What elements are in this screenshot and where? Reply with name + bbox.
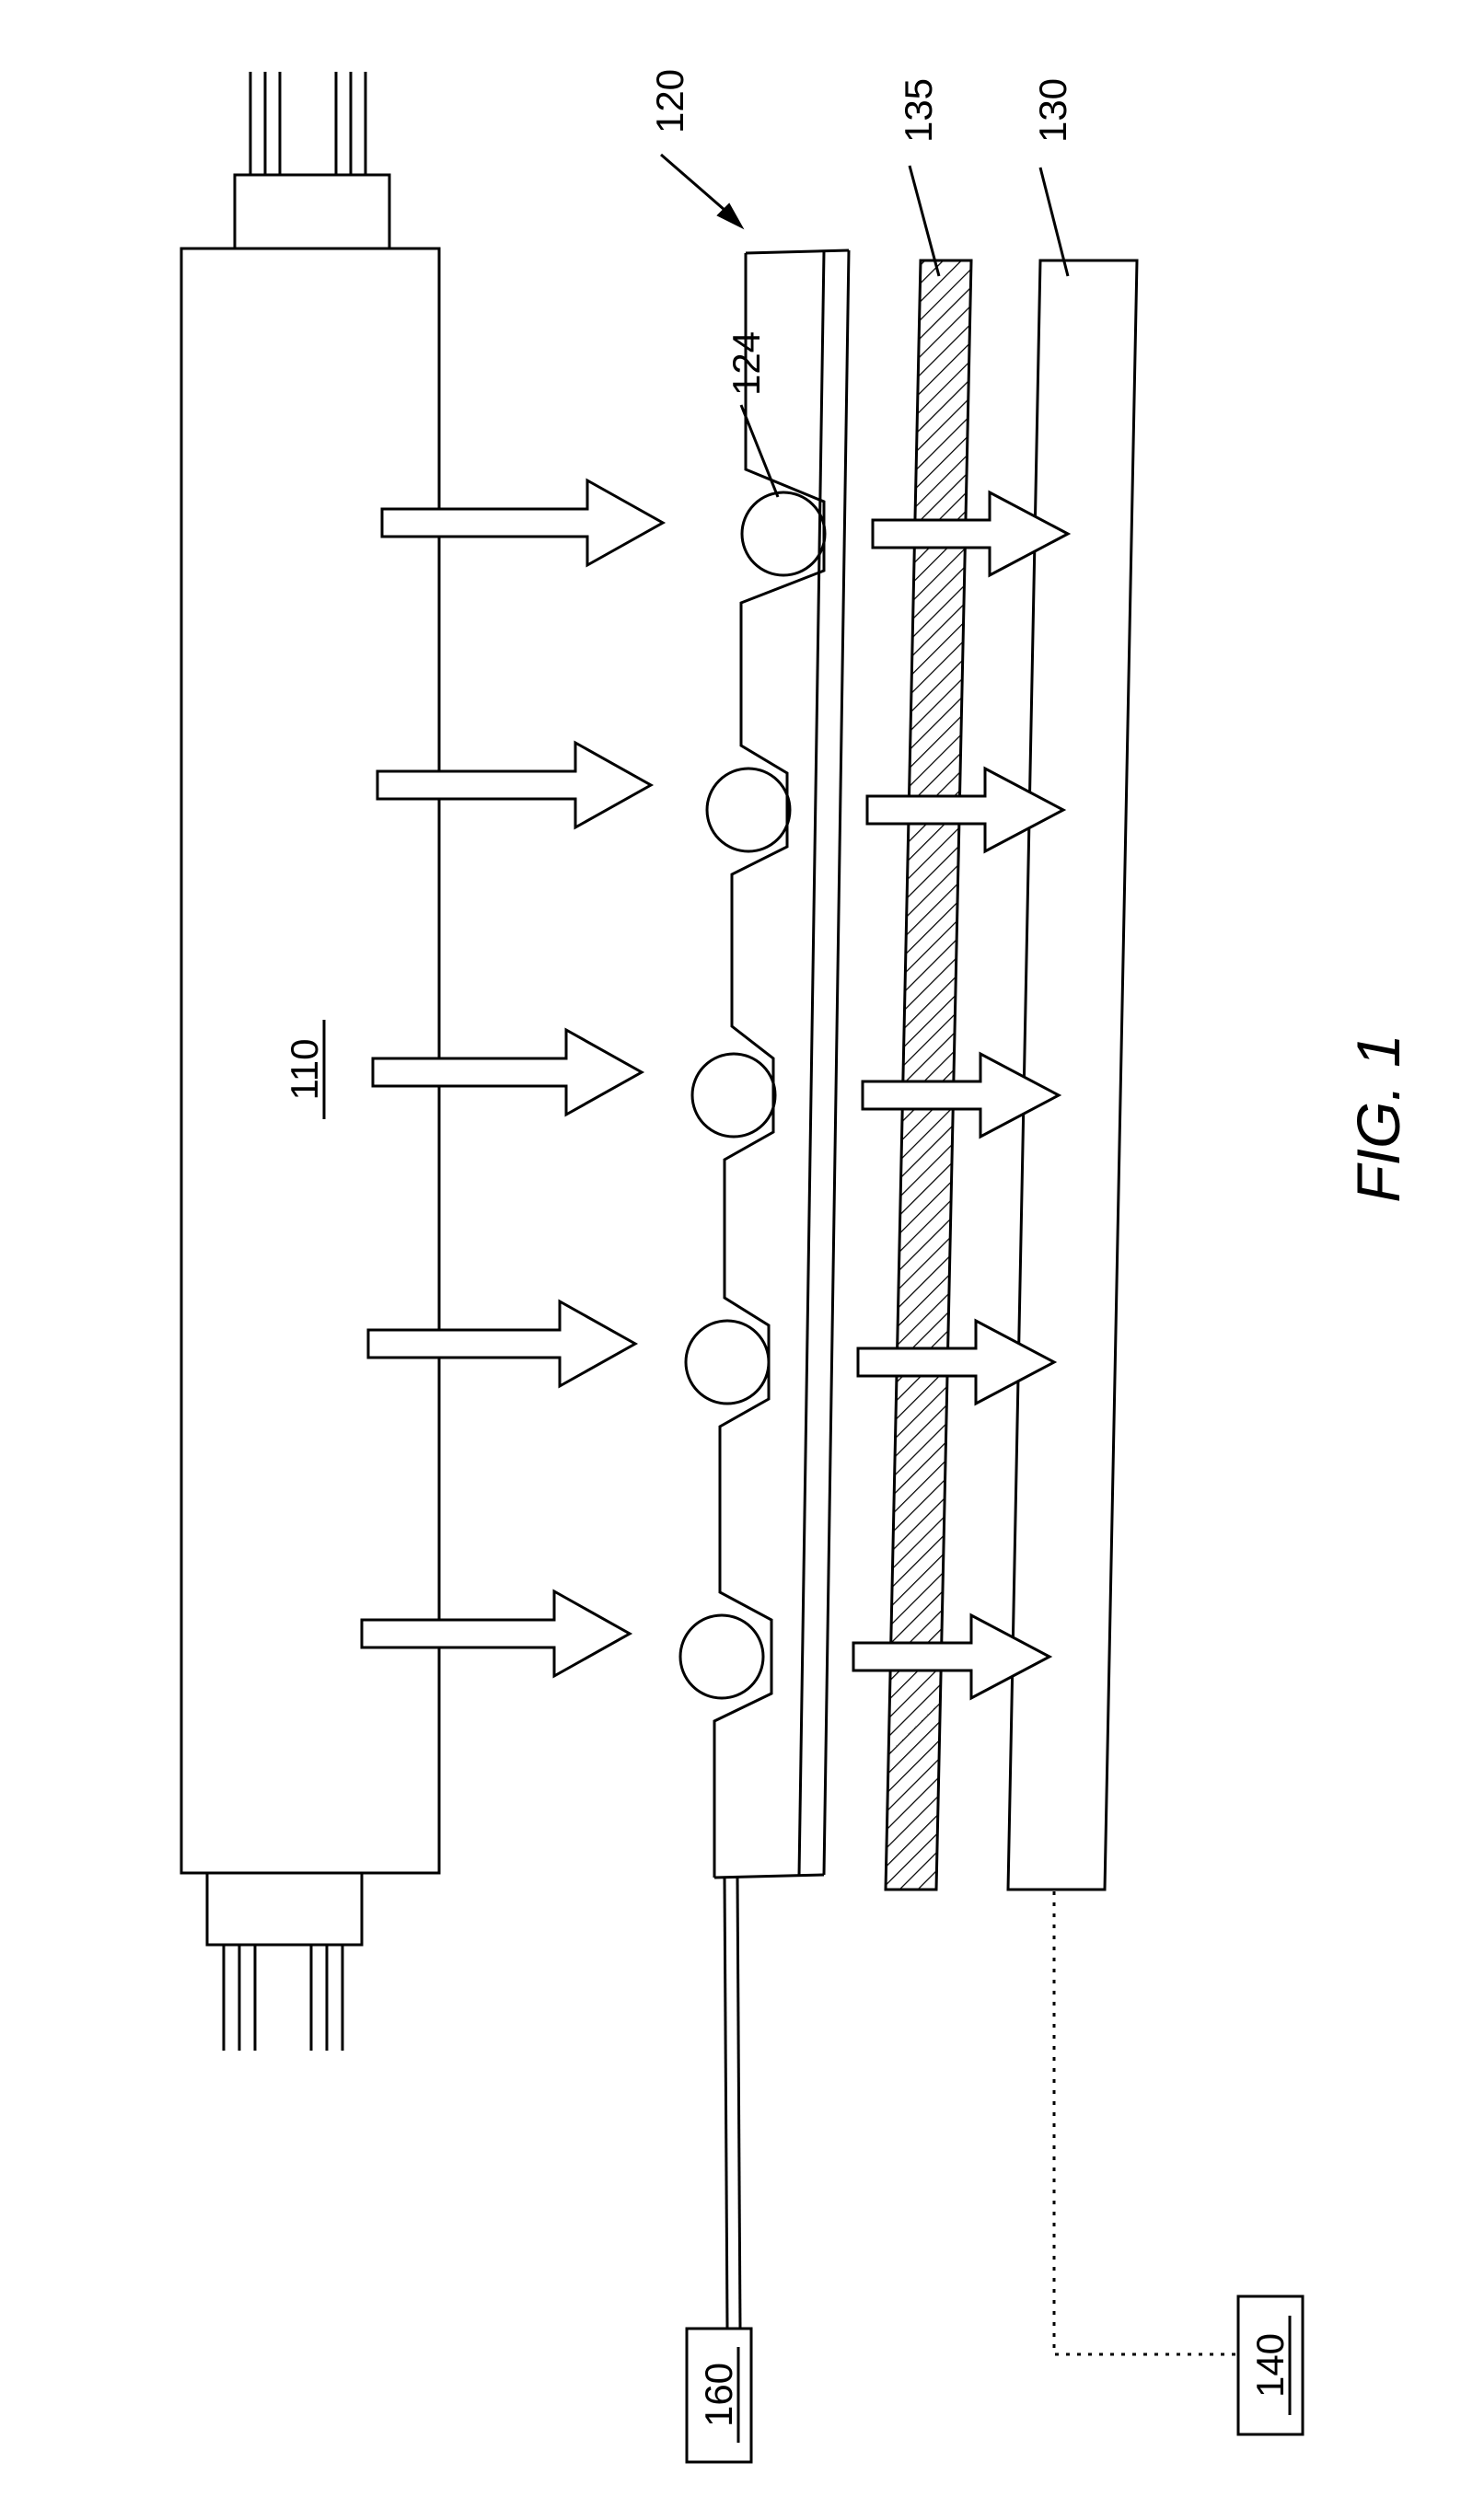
mask-front-profile (714, 253, 824, 1878)
bead (686, 1321, 769, 1404)
bead (680, 1615, 763, 1698)
leader-120 (661, 155, 732, 216)
mask-top-edge (746, 250, 849, 253)
mask-back-line (824, 250, 849, 1875)
box-140: 140 (1054, 1891, 1303, 2434)
box-160-label: 160 (697, 2363, 740, 2427)
reference-130: 130 (1031, 78, 1074, 276)
bead (707, 769, 790, 851)
source-top-leads (250, 72, 365, 175)
mask-wire (737, 1878, 740, 2329)
dotted-connector (1054, 1891, 1238, 2354)
source-bottom-cap (207, 1873, 362, 1945)
mask-assembly (680, 250, 849, 2329)
source-top-cap (235, 175, 389, 249)
ref-label-120: 120 (648, 69, 691, 133)
box-160: 160 (687, 2329, 751, 2462)
bead (692, 1054, 775, 1137)
figure-title: FIG. 1 (1344, 1034, 1412, 1202)
reference-135: 135 (897, 78, 940, 276)
mask-inner-line (799, 251, 824, 1876)
ref-label-135: 135 (897, 78, 940, 143)
mask-wire (725, 1878, 727, 2329)
box-140-label: 140 (1248, 2333, 1292, 2398)
ref-label-130: 130 (1031, 78, 1074, 143)
mask-bottom-edge (714, 1875, 824, 1878)
mask-beads (680, 492, 825, 1698)
source-bottom-leads (224, 1945, 342, 2051)
bead (742, 492, 825, 575)
reference-120: 120 (648, 69, 742, 227)
ref-label-124: 124 (725, 331, 768, 396)
source-label: 110 (283, 1039, 326, 1101)
